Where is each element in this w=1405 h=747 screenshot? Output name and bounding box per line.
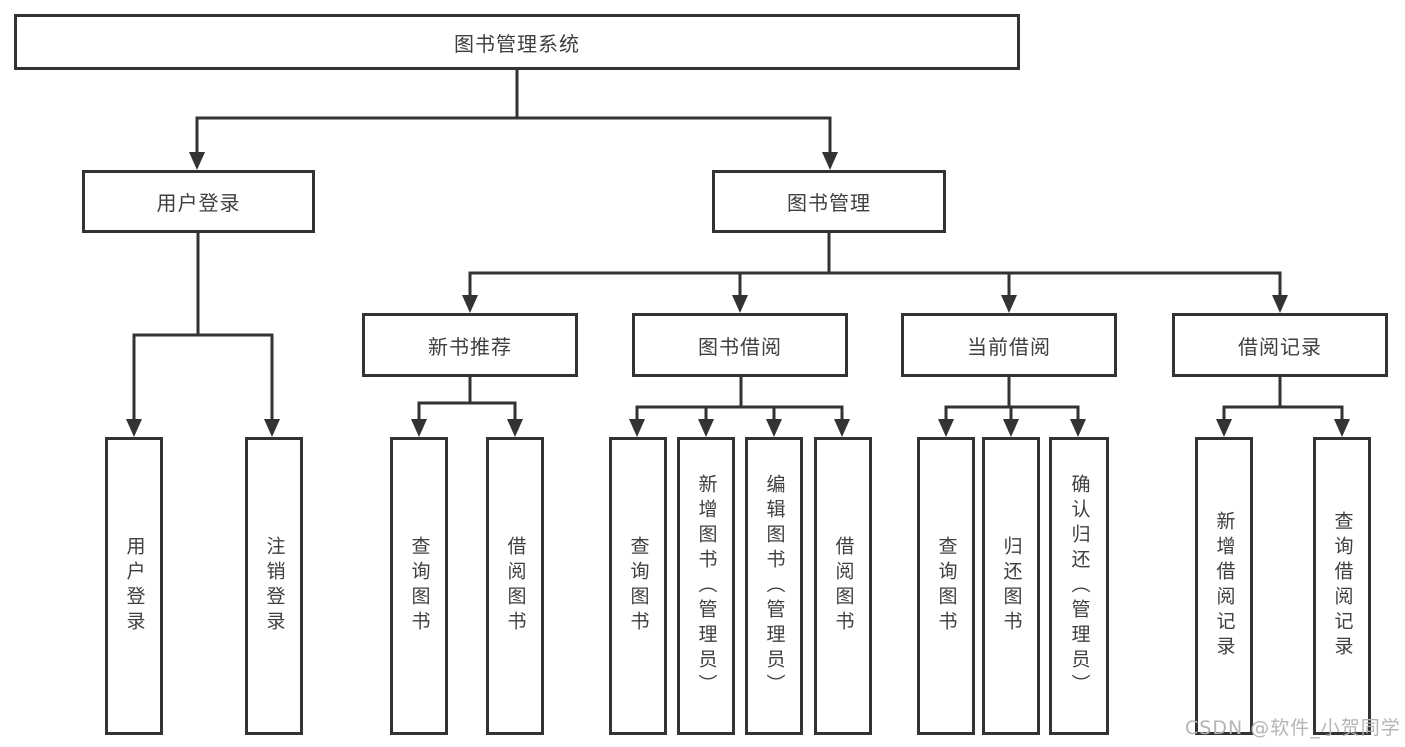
node-system-root-label: 图书管理系统 xyxy=(454,31,580,56)
leaf-newbook-borrow: 借阅图书 xyxy=(486,437,544,735)
leaf-current-query-label: 查询图书 xyxy=(935,536,958,636)
leaf-current-return-label: 归还图书 xyxy=(1000,536,1023,636)
arrowheads xyxy=(126,152,1350,437)
leaf-user-login-label: 用户登录 xyxy=(123,536,146,636)
csdn-watermark: CSDN @软件_小贺同学 xyxy=(1185,717,1401,739)
leaf-borrow-edit-admin: 编辑图书（管理员） xyxy=(745,437,803,735)
node-user-login-label: 用户登录 xyxy=(156,191,241,215)
leaf-current-confirm-admin-label: 确认归还（管理员） xyxy=(1068,473,1091,699)
node-user-login: 用户登录 xyxy=(82,170,315,233)
node-borrow-record-label: 借阅记录 xyxy=(1238,334,1322,359)
leaf-borrow-query: 查询图书 xyxy=(609,437,667,735)
node-new-book-recommend-label: 新书推荐 xyxy=(428,334,512,359)
leaf-record-query-label: 查询借阅记录 xyxy=(1331,511,1354,661)
node-book-borrow-label: 图书借阅 xyxy=(698,334,782,359)
leaf-current-return: 归还图书 xyxy=(982,437,1040,735)
node-current-borrow: 当前借阅 xyxy=(901,313,1117,377)
node-borrow-record: 借阅记录 xyxy=(1172,313,1388,377)
leaf-borrow-edit-admin-label: 编辑图书（管理员） xyxy=(763,473,786,699)
node-book-management-label: 图书管理 xyxy=(787,191,871,215)
leaf-newbook-query: 查询图书 xyxy=(390,437,448,735)
leaf-borrow-borrow-label: 借阅图书 xyxy=(832,536,855,636)
leaf-record-add-label: 新增借阅记录 xyxy=(1213,511,1236,661)
leaf-logout-label: 注销登录 xyxy=(263,536,286,636)
node-book-borrow: 图书借阅 xyxy=(632,313,848,377)
node-new-book-recommend: 新书推荐 xyxy=(362,313,578,377)
node-current-borrow-label: 当前借阅 xyxy=(967,334,1051,359)
leaf-borrow-add-admin: 新增图书（管理员） xyxy=(677,437,735,735)
leaf-current-confirm-admin: 确认归还（管理员） xyxy=(1049,437,1109,735)
leaf-borrow-query-label: 查询图书 xyxy=(627,536,650,636)
leaf-newbook-borrow-label: 借阅图书 xyxy=(504,536,527,636)
node-book-management: 图书管理 xyxy=(712,170,946,233)
leaf-newbook-query-label: 查询图书 xyxy=(408,536,431,636)
leaf-borrow-add-admin-label: 新增图书（管理员） xyxy=(695,473,718,699)
leaf-logout: 注销登录 xyxy=(245,437,303,735)
leaf-record-add: 新增借阅记录 xyxy=(1195,437,1253,735)
node-system-root: 图书管理系统 xyxy=(14,14,1020,70)
leaf-record-query: 查询借阅记录 xyxy=(1313,437,1371,735)
leaf-borrow-borrow: 借阅图书 xyxy=(814,437,872,735)
leaf-user-login: 用户登录 xyxy=(105,437,163,735)
leaf-current-query: 查询图书 xyxy=(917,437,975,735)
